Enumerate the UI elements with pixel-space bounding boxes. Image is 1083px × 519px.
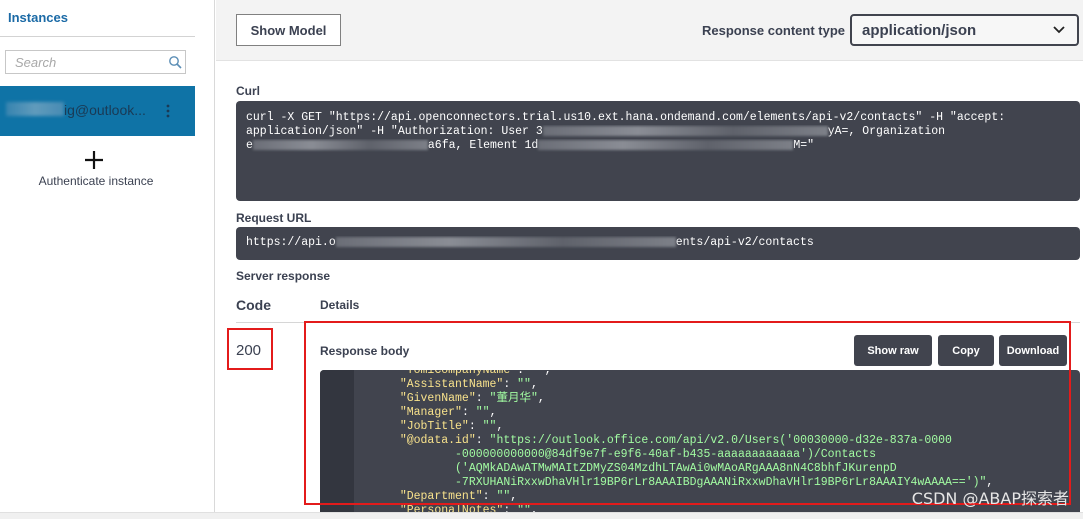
code-column-header: Code — [236, 297, 271, 313]
show-raw-button[interactable]: Show raw — [854, 335, 932, 366]
json-line: "GivenName": "董月华", — [386, 392, 1076, 406]
json-value: "" — [517, 378, 531, 391]
json-value: "" — [475, 406, 490, 419]
chevron-down-icon — [1053, 26, 1065, 34]
instance-label: ig@outlook... — [64, 102, 146, 118]
details-column-header: Details — [320, 298, 360, 312]
url-text: https://api.o — [246, 236, 336, 249]
redacted-text — [252, 139, 428, 150]
request-url-label: Request URL — [236, 211, 312, 225]
json-line: -000000000000@84df9e7f-e9f6-40af-b435-aa… — [386, 448, 1076, 462]
plus-icon[interactable] — [84, 150, 104, 170]
curl-line: application/json" -H "Authorization: Use… — [246, 125, 1070, 139]
json-content: "YomiCompanyName": "", "AssistantName": … — [386, 370, 1076, 518]
curl-text: application/json" -H "Authorization: Use… — [246, 125, 543, 138]
authenticate-instance-link[interactable]: Authenticate instance — [38, 174, 154, 188]
redacted-text — [335, 236, 676, 247]
instance-item[interactable]: ig@outlook... — [0, 86, 195, 136]
json-value: "" — [482, 420, 497, 433]
json-punct: , — [986, 476, 994, 489]
json-value: "" — [496, 490, 511, 503]
curl-text: M=" — [793, 139, 815, 152]
json-separator: : — [517, 370, 531, 377]
request-url-line: https://api.o ents/api-v2/contacts — [246, 236, 1070, 250]
url-text: ents/api-v2/contacts — [675, 236, 814, 249]
response-content-type-label: Response content type — [702, 23, 846, 38]
json-line: "YomiCompanyName": "", — [386, 370, 1076, 378]
response-body-code[interactable]: "YomiCompanyName": "", "AssistantName": … — [320, 370, 1080, 519]
main-panel: Show Model Response content type applica… — [216, 0, 1083, 519]
json-value: "" — [530, 370, 545, 377]
response-content-type-value: application/json — [862, 22, 977, 39]
kebab-menu-icon[interactable] — [164, 103, 172, 119]
json-punct: , — [530, 378, 538, 391]
top-toolbar: Show Model Response content type applica… — [216, 0, 1083, 61]
response-content-type-select[interactable]: application/json — [850, 14, 1079, 46]
response-body-label: Response body — [320, 344, 410, 358]
code-gutter — [320, 370, 354, 519]
json-value: -000000000000@84df9e7f-e9f6-40af-b435-aa… — [455, 448, 876, 461]
curl-line: curl -X GET "https://api.openconnectors.… — [246, 111, 1006, 124]
curl-text: yA=, Organization — [827, 125, 946, 138]
horizontal-scrollbar[interactable] — [0, 512, 1083, 519]
curl-command-block: curl -X GET "https://api.openconnectors.… — [236, 101, 1080, 201]
json-separator: : — [468, 420, 483, 433]
json-key: "Manager" — [399, 406, 462, 419]
sidebar-title: Instances — [8, 10, 68, 25]
show-model-button[interactable]: Show Model — [236, 14, 341, 46]
curl-line: e a6fa, Element 1d M=" — [246, 139, 1070, 153]
sidebar-divider — [0, 36, 195, 37]
json-line: "AssistantName": "", — [386, 378, 1076, 392]
download-button[interactable]: Download — [999, 335, 1067, 366]
json-separator: : — [503, 504, 518, 517]
json-value: ('AQMkADAwATMwMAItZDMyZS04MzdhLTAwAi0wMA… — [455, 462, 897, 475]
json-punct: , — [544, 370, 552, 377]
json-punct: , — [537, 392, 545, 405]
json-separator: : — [503, 378, 518, 391]
redacted-text — [6, 102, 64, 116]
search-icon[interactable] — [168, 55, 182, 69]
json-punct: , — [489, 406, 497, 419]
json-key: "YomiCompanyName" — [399, 370, 518, 377]
json-separator: : — [475, 392, 490, 405]
json-key: "Department" — [399, 490, 483, 503]
status-code-highlight — [227, 328, 273, 370]
json-key: "AssistantName" — [399, 378, 504, 391]
redacted-text — [542, 125, 828, 136]
watermark: CSDN @ABAP探索者 — [911, 489, 1069, 508]
search-input[interactable] — [6, 51, 166, 73]
json-line: "JobTitle": "", — [386, 420, 1076, 434]
json-line: "Manager": "", — [386, 406, 1076, 420]
curl-text: e — [246, 139, 253, 152]
json-value: "董月华" — [489, 392, 538, 405]
search-box — [5, 50, 186, 74]
json-separator: : — [475, 434, 490, 447]
json-punct: , — [510, 490, 518, 503]
curl-text: a6fa, Element 1d — [427, 139, 539, 152]
json-line: "Department": "", — [386, 490, 1076, 504]
json-separator: : — [461, 406, 476, 419]
sidebar: Instances ig@outlook... Authenticate ins… — [0, 0, 215, 519]
copy-button[interactable]: Copy — [938, 335, 994, 366]
redacted-text — [538, 139, 794, 150]
status-code: 200 — [236, 342, 262, 359]
json-key: "@odata.id" — [399, 434, 476, 447]
json-punct: , — [496, 420, 504, 433]
response-body-highlight — [304, 321, 1071, 505]
request-url-block: https://api.o ents/api-v2/contacts — [236, 227, 1080, 260]
json-punct: , — [530, 504, 538, 517]
json-key: "GivenName" — [399, 392, 476, 405]
json-value: "https://outlook.office.com/api/v2.0/Use… — [489, 434, 952, 447]
curl-label: Curl — [236, 84, 260, 98]
json-separator: : — [482, 490, 497, 503]
json-value: -7RXUHANiRxxwDhaVHlr19BP6rLr8AAAIBDgAAAN… — [455, 476, 987, 489]
json-line: "@odata.id": "https://outlook.office.com… — [386, 434, 1076, 448]
json-line: ('AQMkADAwATMwMAItZDMyZS04MzdhLTAwAi0wMA… — [386, 462, 1076, 476]
json-line: -7RXUHANiRxxwDhaVHlr19BP6rLr8AAAIBDgAAAN… — [386, 476, 1076, 490]
json-key: "JobTitle" — [399, 420, 469, 433]
server-response-label: Server response — [236, 269, 331, 283]
